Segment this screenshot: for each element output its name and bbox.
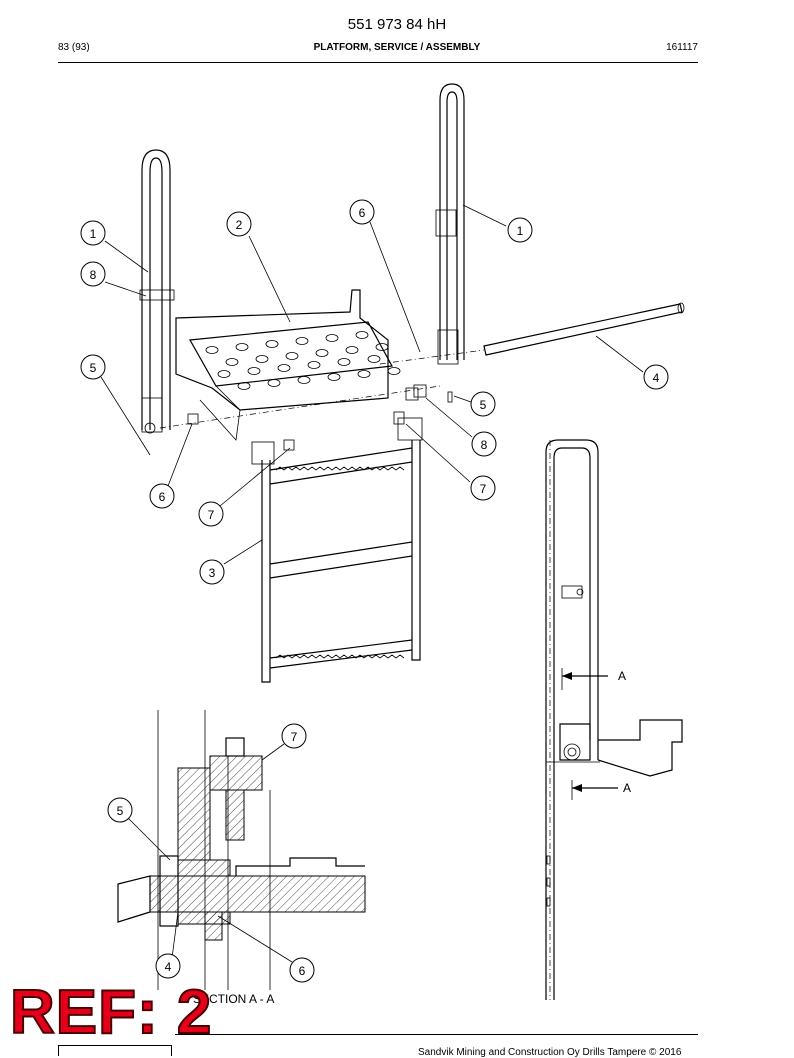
right-handrail: [435, 83, 465, 365]
grating-hole: [235, 343, 249, 351]
callout-balloon: 7: [198, 501, 224, 527]
ladder: [187, 384, 453, 683]
callout-balloon: 7: [470, 475, 496, 501]
grating-hole: [205, 346, 219, 354]
callout-number: 5: [480, 398, 487, 412]
callout-number: 8: [481, 438, 488, 452]
callout-number: 6: [299, 964, 306, 978]
callout-balloon: 8: [80, 261, 106, 287]
callout-balloon: 4: [643, 364, 669, 390]
grating-hole: [357, 370, 371, 378]
grating-hole: [225, 358, 239, 366]
left-handrail: [139, 149, 175, 434]
callout-number: 2: [236, 218, 243, 232]
grating-hole: [247, 367, 261, 375]
callout-balloon: 7: [281, 723, 307, 749]
callout-balloon: 6: [289, 957, 315, 983]
grating-hole: [327, 373, 341, 381]
callout-balloon: 5: [107, 797, 133, 823]
section-mark-upper: A: [618, 669, 626, 683]
grating-hole: [315, 349, 329, 357]
section-detail: [117, 710, 366, 990]
grating-hole: [277, 364, 291, 372]
callout-balloon: 6: [149, 483, 175, 509]
grating-hole: [345, 346, 359, 354]
callout-balloon: 1: [507, 217, 533, 243]
callout-balloon: 5: [80, 354, 106, 380]
grating-hole: [355, 331, 369, 339]
callout-balloon: 2: [226, 211, 252, 237]
callout-number: 5: [90, 361, 97, 375]
page-title: PLATFORM, SERVICE / ASSEMBLY: [313, 42, 481, 53]
callout-balloon: 5: [470, 391, 496, 417]
callout-number: 7: [208, 508, 215, 522]
section-caption: SECTION A - A: [193, 992, 274, 1006]
grating-hole: [255, 355, 269, 363]
grating-hole: [217, 370, 231, 378]
callout-balloon: 6: [349, 199, 375, 225]
grating-hole: [285, 352, 299, 360]
callout-number: 4: [653, 371, 660, 385]
callout-balloon: 3: [199, 559, 225, 585]
callout-number: 1: [517, 224, 524, 238]
document-number: 551 973 84 hH: [347, 16, 447, 33]
grating-hole: [387, 367, 401, 375]
callout-number: 7: [291, 730, 298, 744]
grating-hole: [295, 337, 309, 345]
ref-stamp: REF: 2: [9, 978, 213, 1047]
callout-number: 5: [117, 804, 124, 818]
platform-grating: [159, 289, 441, 441]
sandvik-logo: [58, 1045, 172, 1056]
side-view: A A: [545, 439, 683, 1000]
grating-hole: [237, 382, 251, 390]
callout-balloon: 8: [471, 431, 497, 457]
grating-hole: [325, 334, 339, 342]
footer-rule: [175, 1034, 698, 1035]
callout-number: 1: [90, 227, 97, 241]
callout-balloon: 1: [80, 220, 106, 246]
callout-number: 4: [165, 960, 172, 974]
callout-number: 7: [480, 482, 487, 496]
section-mark-lower: A: [623, 781, 631, 795]
grating-hole: [267, 379, 281, 387]
grating-hole: [297, 376, 311, 384]
grating-hole: [307, 361, 321, 369]
page-number: 83 (93): [58, 42, 90, 53]
callout-balloons: 1 2 6 1 8 5 4 5 8 6 7 7 3 7 5 4 6: [80, 199, 669, 983]
callout-number: 6: [359, 206, 366, 220]
header-rule: [58, 62, 698, 63]
date-code: 161117: [666, 42, 698, 53]
callout-number: 8: [90, 268, 97, 282]
callout-number: 6: [159, 490, 166, 504]
grating-hole: [367, 355, 381, 363]
grating-hole: [337, 358, 351, 366]
grating-hole: [375, 343, 389, 351]
callout-number: 3: [209, 566, 216, 580]
pin-rod: [379, 302, 685, 365]
leader-lines: [100, 204, 644, 963]
callout-balloon: 4: [155, 953, 181, 979]
grating-hole: [265, 340, 279, 348]
